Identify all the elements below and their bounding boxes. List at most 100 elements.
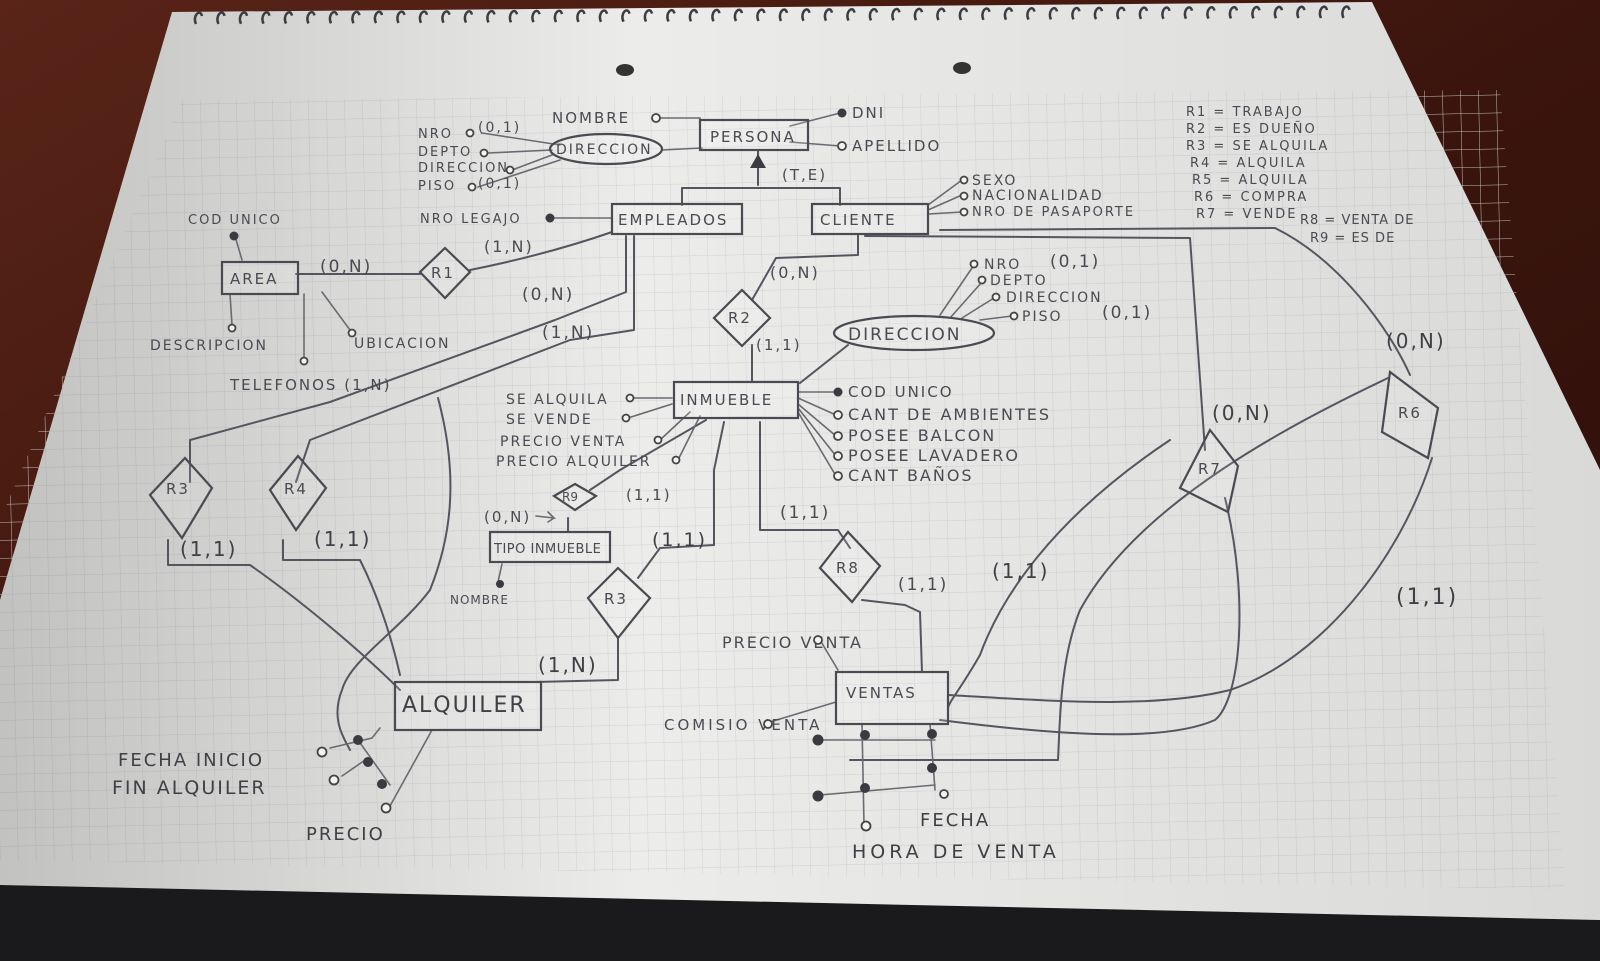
legend-item: R9 = ES DE (1310, 231, 1395, 246)
attr-marker (227, 323, 237, 333)
card-r6-ven: (1,1) (1396, 585, 1458, 610)
entity-area: AREA (220, 260, 300, 296)
attr-dni: DNI (852, 104, 885, 122)
attr-direccion-sub: DIRECCION (1006, 290, 1103, 306)
attr-direccion: DIRECCION (556, 142, 653, 158)
spiral-ring (463, 10, 474, 24)
spiral-ring (553, 9, 564, 23)
attr-comision: COMISIO VENTA (664, 716, 822, 734)
attr-marker (328, 774, 340, 786)
relationship-r8: R8 (818, 530, 882, 604)
card-emp-r4: (1,N) (542, 323, 594, 343)
attr-marker (316, 746, 328, 758)
spiral-ring (283, 11, 294, 25)
attr-marker (505, 165, 515, 175)
legend-item: R5 = ALQUILA (1192, 173, 1309, 188)
attr-marker (959, 207, 969, 217)
card-cli-r2: (0,N) (770, 263, 820, 282)
spiral-ring (868, 7, 879, 21)
attr-nro-card: (0,1) (478, 120, 521, 136)
attr-nacionalidad: NACIONALIDAD (972, 188, 1104, 204)
attr-marker (380, 802, 392, 814)
spiral-ring (1048, 6, 1059, 20)
ventas-attributes: PRECIO VENTA COMISIO VENTA FECHA HORA DE… (664, 633, 1056, 863)
legend-item: R1 = TRABAJO (1186, 105, 1304, 120)
spiral-ring (688, 8, 699, 22)
attr-lavadero: POSEE LAVADERO (848, 446, 1020, 465)
attr-marker (977, 275, 987, 285)
relationship-label: R3 (604, 590, 628, 608)
attr-se-alquila: SE ALQUILA (506, 392, 609, 408)
attr-nombre: NOMBRE (450, 593, 509, 607)
attr-marker (1009, 311, 1019, 321)
attr-marker (939, 789, 949, 799)
spiral-ring (328, 10, 339, 24)
spiral-ring (1318, 5, 1329, 19)
relationship-label: R4 (284, 480, 308, 498)
spiral-ring (1341, 5, 1351, 19)
spiral-ring (891, 7, 901, 21)
legend-item: R4 = ALQUILA (1190, 156, 1307, 171)
attr-marker (860, 820, 872, 832)
specialization-label: (T,E) (782, 166, 827, 184)
attr-fin: FIN ALQUILER (112, 777, 267, 799)
entity-label: AREA (230, 270, 278, 288)
attr-precio-venta: PRECIO VENTA (722, 633, 863, 652)
key-marker (353, 735, 363, 745)
legend-item: R8 = VENTA DE (1300, 213, 1414, 228)
attr-piso-card: (0,1) (478, 176, 521, 192)
attr-marker (837, 141, 847, 151)
card-r7-cli: (0,N) (1212, 401, 1272, 425)
entity-label: CLIENTE (820, 211, 897, 229)
card-r2-inm: (1,1) (756, 336, 802, 354)
attr-legajo: NRO LEGAJO (420, 212, 522, 227)
legend-item: R7 = VENDE (1196, 207, 1298, 222)
spiral-ring (666, 8, 676, 23)
relationship-legend: R1 = TRABAJO R2 = ES DUEÑO R3 = SE ALQUI… (1186, 105, 1414, 246)
entity-label: VENTAS (846, 684, 917, 702)
attr-piso: PISO (1022, 309, 1062, 325)
attr-cod-unico: COD UNICO (848, 383, 954, 401)
inmueble-attributes: SE ALQUILA SE VENDE PRECIO VENTA PRECIO … (496, 383, 1049, 485)
relationship-label: R3 (166, 480, 190, 498)
spiral-ring (778, 8, 789, 22)
relationship-r4: R4 (268, 454, 328, 532)
relationship-r3-left: R3 (148, 456, 214, 540)
attr-piso: PISO (418, 179, 456, 194)
card-r4-alq: (1,1) (314, 527, 371, 551)
persona-attributes: NOMBRE DNI APELLIDO DIRECCION NRO (0,1) … (418, 104, 939, 194)
spiral-ring (1093, 6, 1104, 20)
spiral-ring (981, 7, 991, 21)
attr-marker (833, 410, 843, 420)
relationship-r3-mid: R3 (586, 566, 652, 640)
card-r3-alq: (1,1) (180, 537, 237, 561)
spiral-ring (621, 9, 631, 23)
spiral-ring (846, 8, 856, 22)
relationship-r9: R9 (551, 482, 599, 512)
attr-marker (467, 182, 477, 192)
arrow-icon (535, 511, 557, 523)
specialization-triangle (750, 154, 766, 168)
attr-nro: NRO (984, 257, 1021, 273)
entity-label: PERSONA (710, 128, 796, 146)
entity-empleados: EMPLEADOS (610, 202, 744, 236)
spiral-ring (1273, 5, 1284, 19)
card-emp-r3: (0,N) (522, 285, 574, 305)
attr-telefonos: TELEFONOS (1,N) (229, 376, 391, 394)
attr-fecha: FECHA (920, 810, 990, 831)
entity-inmueble: INMUEBLE (672, 380, 800, 420)
attr-se-vende: SE VENDE (506, 412, 593, 428)
attr-marker (991, 292, 1001, 302)
attr-marker (671, 455, 681, 465)
spiral-ring (823, 8, 834, 22)
spiral-ring (261, 11, 271, 25)
key-marker (812, 734, 824, 746)
spiral-ring (1003, 7, 1014, 21)
spiral-ring (1138, 6, 1149, 20)
key-marker (927, 763, 937, 773)
spiral-binding (193, 5, 1351, 25)
attr-marker (969, 259, 979, 269)
spiral-ring (306, 10, 316, 24)
attr-marker (621, 413, 631, 423)
